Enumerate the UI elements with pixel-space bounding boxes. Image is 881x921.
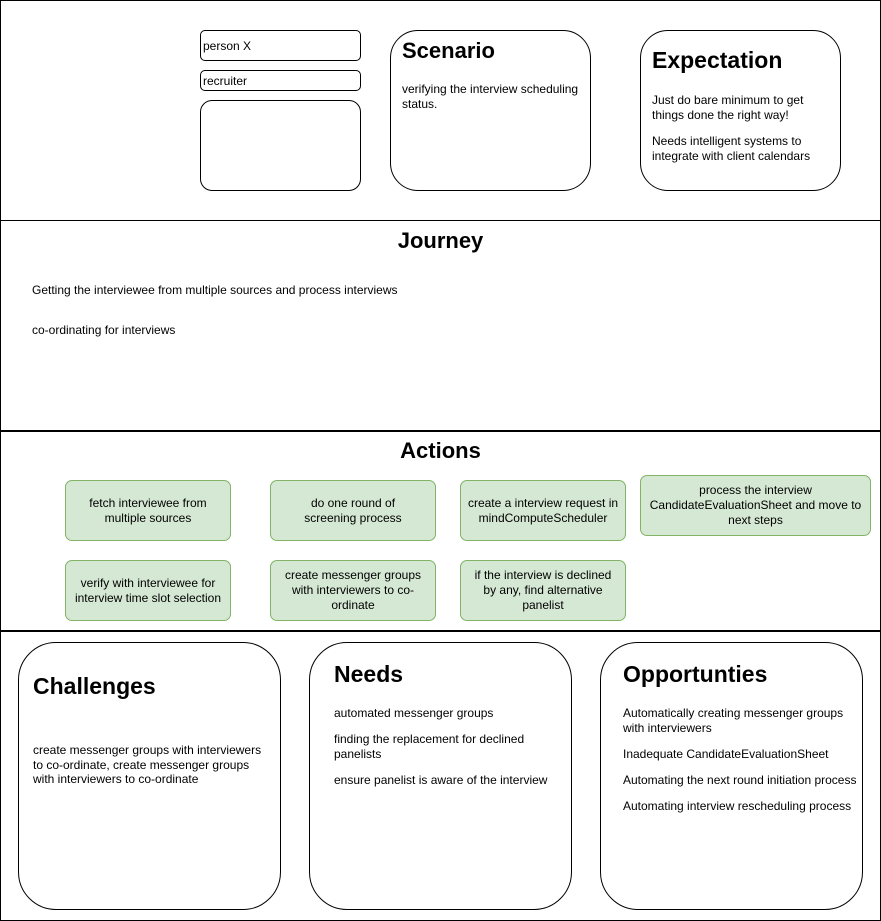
expectation-item: Just do bare minimum to get things done … <box>652 93 804 122</box>
opportunities-item: Automatically creating messenger groups … <box>623 706 844 735</box>
scenario-text: verifying the interview scheduling statu… <box>402 82 579 111</box>
needs-item: automated messenger groups <box>334 706 494 720</box>
needs-item: finding the replacement for declined pan… <box>334 732 525 761</box>
needs-card: Needs automated messenger groups finding… <box>309 642 572 910</box>
opportunities-card: Opportunties Automatically creating mess… <box>600 642 863 910</box>
journey-item: Getting the interviewee from multiple so… <box>32 283 398 297</box>
action-step[interactable]: process the interview CandidateEvaluatio… <box>640 475 871 536</box>
challenges-text: create messenger groups with interviewer… <box>33 743 262 786</box>
action-step[interactable]: do one round of screening process <box>270 480 436 541</box>
persona-notes-field[interactable] <box>200 100 361 191</box>
action-step[interactable]: create messenger groups with interviewer… <box>270 560 436 621</box>
action-step[interactable]: verify with interviewee for interview ti… <box>65 560 231 621</box>
persona-role: recruiter <box>203 73 248 88</box>
journey-item: co-ordinating for interviews <box>32 323 176 337</box>
action-step[interactable]: create a interview request in mindComput… <box>460 480 626 541</box>
scenario-title: Scenario <box>402 38 495 63</box>
expectation-card: Expectation Just do bare minimum to get … <box>640 30 841 191</box>
persona-name-field[interactable]: person X <box>200 30 361 61</box>
challenges-card: Challenges create messenger groups with … <box>18 642 281 910</box>
opportunities-item: Automating the next round initiation pro… <box>623 773 857 787</box>
action-step[interactable]: if the interview is declined by any, fin… <box>460 560 626 621</box>
opportunities-item: Automating interview rescheduling proces… <box>623 799 852 813</box>
scenario-card: Scenario verifying the interview schedul… <box>390 30 591 191</box>
persona-name: person X <box>203 38 252 53</box>
expectation-item: Needs intelligent systems to integrate w… <box>652 134 811 163</box>
challenges-title: Challenges <box>33 673 156 699</box>
needs-item: ensure panelist is aware of the intervie… <box>334 773 548 787</box>
opportunities-item: Inadequate CandidateEvaluationSheet <box>623 747 829 761</box>
persona-role-field[interactable]: recruiter <box>200 70 361 91</box>
actions-title: Actions <box>400 438 481 463</box>
needs-title: Needs <box>334 661 404 687</box>
opportunities-title: Opportunties <box>623 661 768 687</box>
expectation-title: Expectation <box>652 47 783 73</box>
action-step[interactable]: fetch interviewee from multiple sources <box>65 480 231 541</box>
journey-title: Journey <box>397 228 484 253</box>
